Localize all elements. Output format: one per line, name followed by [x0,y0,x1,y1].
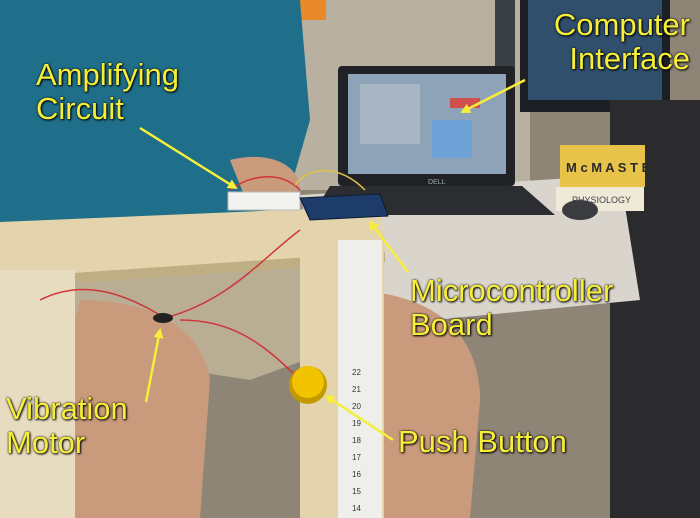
laptop: DELL [312,66,555,215]
arrow-vibration-motor [144,328,164,403]
label-line: Push Button [398,424,567,459]
label-microcontroller-board: Microcontroller Board [410,274,613,342]
label-line: Board [410,307,493,342]
label-vibration-motor: Vibration Motor [6,392,128,460]
label-line: Vibration [6,391,128,426]
arrow-push-button [324,394,394,442]
left-leg [60,300,210,518]
label-line: Circuit [36,91,124,126]
book-spine-text: M c M A S T E [566,160,651,175]
wires [39,176,301,381]
label-line: Microcontroller [410,273,614,308]
ruler-mark: 15 [352,487,361,496]
book-stack: M c M A S T E PHYSIOLOGY [556,145,651,211]
ruler-mark: 22 [352,368,361,377]
push-button [289,366,327,404]
sticky-note [298,0,326,20]
ruler-mark: 19 [352,419,361,428]
breadboard [227,191,301,211]
label-line: Interface [569,41,690,76]
label-line: Motor [6,425,86,460]
label-computer-interface: Computer Interface [520,8,690,76]
ruler-mark: 14 [352,504,361,513]
ruler-mark: 16 [352,470,361,479]
computer-mouse [562,200,598,220]
label-amplifying-circuit: Amplifying Circuit [36,58,179,126]
wooden-frame [0,206,385,518]
label-line: Amplifying [36,57,179,92]
ruler-mark: 21 [352,385,361,394]
ruler: 22 21 20 19 18 17 16 15 14 [352,368,361,513]
laptop-brand: DELL [428,179,446,186]
vibration-motor [153,313,173,323]
microcontroller-board [299,193,389,221]
arrow-microcontroller-board [368,220,409,273]
ruler-mark: 20 [352,402,361,411]
arrow-amplifying-circuit [139,126,238,190]
label-line: Computer [553,7,690,42]
book-label-text: PHYSIOLOGY [572,195,631,205]
ruler-mark: 17 [352,453,361,462]
arrow-computer-interface [460,78,526,114]
annotation-arrows [139,78,526,442]
ruler-mark: 18 [352,436,361,445]
label-push-button: Push Button [398,425,567,459]
